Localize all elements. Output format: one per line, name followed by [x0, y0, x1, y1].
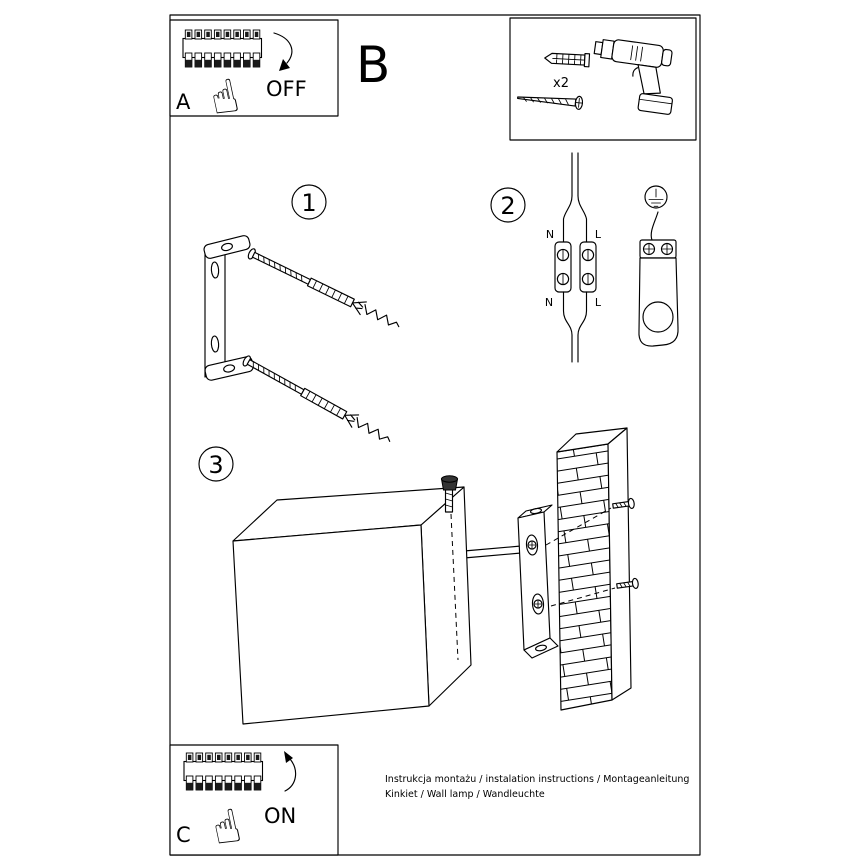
- anchor-quantity: x2: [553, 76, 569, 91]
- section-b-label: B: [356, 36, 390, 94]
- tools-box: x2: [509, 17, 697, 141]
- step-1-badge: [291, 184, 327, 220]
- step-2-badge: [490, 187, 526, 223]
- step-3-badge: [198, 446, 234, 482]
- power-on-box: ☝ ON C: [169, 744, 339, 857]
- step-2-number: 2: [500, 192, 515, 220]
- brick-wall-icon: [556, 427, 632, 711]
- terminal-n-top: N: [546, 228, 554, 241]
- wire-connector-icon: [554, 152, 597, 363]
- switch-state-on: ON: [264, 804, 296, 828]
- terminal-n-bottom: N: [545, 296, 553, 309]
- earth-symbol-icon: [644, 185, 668, 209]
- terminal-l-top: L: [595, 228, 602, 241]
- footer-line-1: Instrukcja montażu / instalation instruc…: [385, 774, 689, 785]
- terminal-l-bottom: L: [595, 296, 602, 309]
- earth-terminal-icon: [638, 211, 679, 347]
- screw-icon: [517, 95, 584, 110]
- drill-icon: [593, 39, 673, 115]
- flip-up-arrow-icon: [284, 751, 297, 792]
- wall-bracket-icon: [517, 504, 559, 659]
- wall-screw-icon: [612, 497, 635, 509]
- flip-down-arrow-icon: [273, 32, 293, 71]
- box-a-label: A: [176, 90, 191, 114]
- step-1-number: 1: [301, 189, 316, 217]
- top-screw-icon: [440, 475, 459, 513]
- step-3: 3: [198, 427, 639, 725]
- alignment-dashes: [545, 507, 616, 607]
- power-off-box: ☝ OFF A: [169, 19, 339, 127]
- mounting-bracket-icon: [203, 235, 254, 381]
- wall-anchor-icon: [544, 52, 591, 68]
- switch-state-off: OFF: [266, 77, 307, 101]
- step-2: 2 N L N L: [490, 152, 679, 363]
- footer-line-2: Kinkiet / Wall lamp / Wandleuchte: [385, 789, 545, 800]
- wall-screw-icon: [616, 577, 639, 589]
- step-3-number: 3: [208, 451, 223, 479]
- box-c-label: C: [176, 823, 191, 847]
- step-1: 1: [203, 184, 403, 448]
- cube-lamp-icon: [232, 486, 472, 725]
- footer: Instrukcja montażu / instalation instruc…: [385, 774, 689, 800]
